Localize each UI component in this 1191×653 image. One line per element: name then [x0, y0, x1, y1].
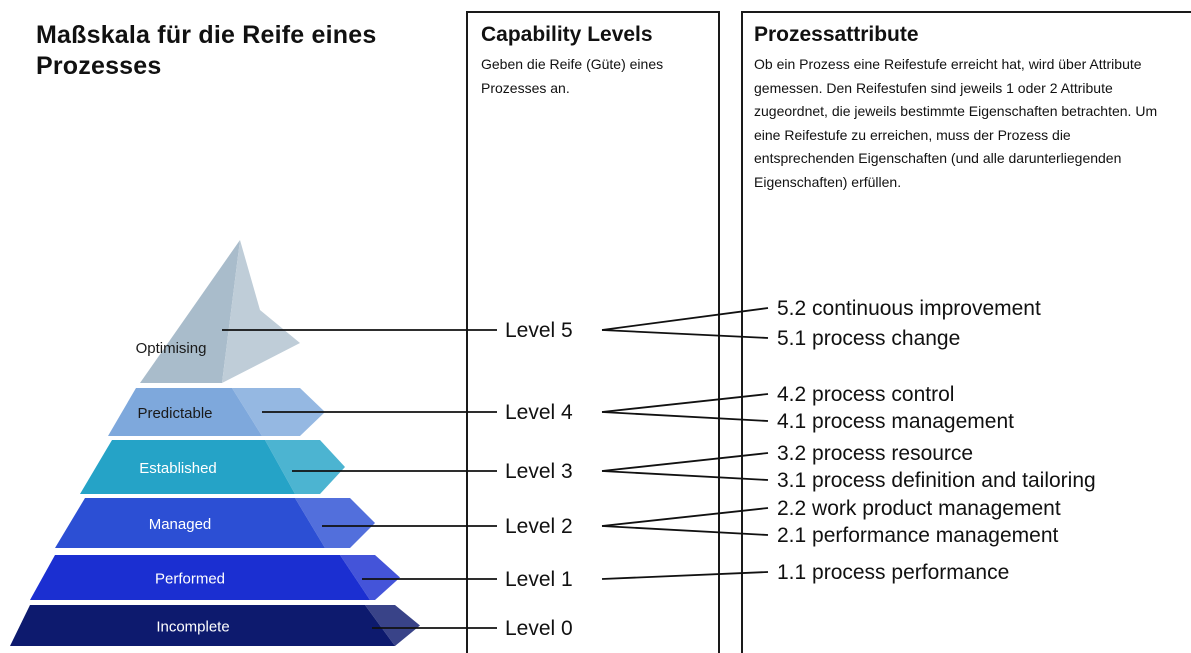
attribute-connector — [601, 470, 769, 481]
attribute-connector — [601, 507, 769, 527]
pyramid-tier-front — [55, 498, 325, 548]
pyramid-tier-front — [10, 605, 395, 646]
capability-levels-heading: Capability Levels — [481, 23, 653, 46]
level-label: Level 3 — [505, 460, 573, 483]
attribute-label: 5.1 process change — [777, 327, 960, 350]
pyramid-apex-front — [140, 240, 240, 383]
pyramid-tier-side — [340, 555, 400, 600]
pyramid-tier-front — [30, 555, 370, 600]
pyramid-tier-side — [265, 440, 345, 494]
stage-label: Established — [139, 460, 217, 477]
stage-label: Performed — [155, 571, 225, 588]
attribute-connector — [601, 393, 769, 413]
stage-label: Managed — [149, 516, 212, 533]
stage-label: Optimising — [136, 340, 207, 357]
level-label: Level 1 — [505, 568, 573, 591]
process-attributes-description: Ob ein Prozess eine Reifestufe erreicht … — [754, 56, 1158, 190]
attribute-label: 2.2 work product management — [777, 497, 1061, 520]
pyramid-tier-side — [295, 498, 375, 548]
attribute-label: 3.1 process definition and tailoring — [777, 469, 1096, 492]
capability-levels-column — [466, 11, 720, 653]
attribute-connector — [601, 411, 769, 422]
pyramid-apex-side — [222, 240, 300, 383]
attribute-label: 5.2 continuous improvement — [777, 297, 1041, 320]
attribute-connector — [601, 525, 769, 536]
process-attributes-column — [741, 11, 1191, 653]
attribute-connector — [601, 452, 769, 472]
level-label: Level 4 — [505, 401, 573, 424]
level-label: Level 2 — [505, 515, 573, 538]
stage-label: Incomplete — [156, 619, 229, 636]
attribute-connector — [601, 307, 769, 331]
attribute-label: 1.1 process performance — [777, 561, 1009, 584]
attribute-label: 2.1 performance management — [777, 524, 1058, 547]
process-attributes-heading: Prozessattribute — [754, 23, 919, 46]
attribute-label: 4.1 process management — [777, 410, 1014, 433]
attribute-label: 3.2 process resource — [777, 442, 973, 465]
level-label: Level 5 — [505, 319, 573, 342]
capability-levels-description: Geben die Reife (Güte) eines Prozesses a… — [481, 56, 664, 96]
diagram-title: Maßskala für die Reife eines Prozesses — [36, 21, 377, 80]
attribute-connector — [601, 571, 769, 580]
level-label: Level 0 — [505, 617, 573, 640]
attribute-label: 4.2 process control — [777, 383, 954, 406]
pyramid-tier-front — [80, 440, 295, 494]
stage-label: Predictable — [137, 405, 212, 422]
attribute-connector — [601, 329, 769, 339]
pyramid-tier-front — [108, 388, 262, 436]
pyramid-tier-side — [365, 605, 420, 646]
